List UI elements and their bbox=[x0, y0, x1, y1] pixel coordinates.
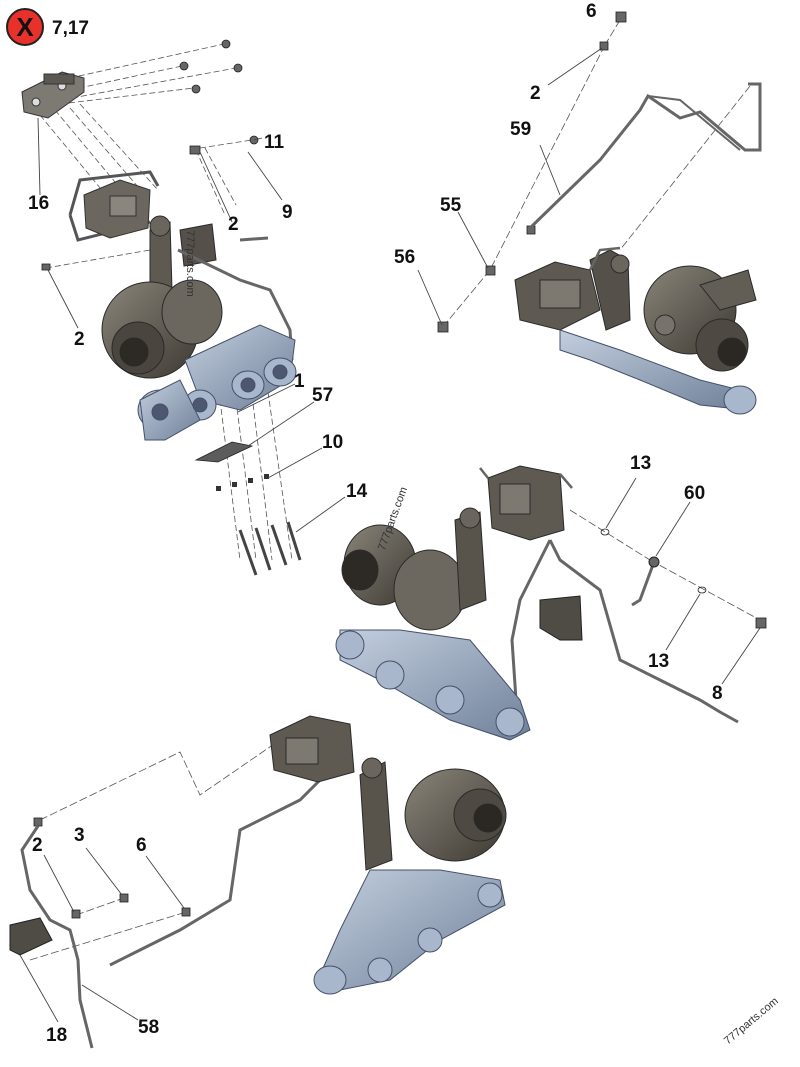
watermark-text: 777parts.com bbox=[184, 230, 196, 297]
assembly-top-left bbox=[21, 39, 302, 576]
callout-leaders bbox=[19, 47, 761, 1023]
callout-14: 14 bbox=[346, 481, 368, 502]
callout-3: 3 bbox=[74, 825, 85, 846]
callout-18: 18 bbox=[46, 1025, 68, 1046]
callout-16: 16 bbox=[28, 193, 50, 214]
callout-57: 57 bbox=[312, 385, 334, 406]
callout-59: 59 bbox=[510, 119, 532, 140]
callout-11: 11 bbox=[264, 132, 285, 153]
callout-10: 10 bbox=[322, 432, 344, 453]
callout-6-bottom-left: 6 bbox=[136, 835, 147, 856]
callout-1: 1 bbox=[294, 371, 305, 392]
callout-2-top-right: 2 bbox=[530, 83, 541, 104]
callout-8: 8 bbox=[712, 683, 723, 704]
assembly-top-right bbox=[437, 11, 762, 415]
callout-2-top-left-a: 2 bbox=[228, 214, 239, 235]
assembly-middle bbox=[335, 465, 767, 741]
callout-9: 9 bbox=[282, 202, 293, 223]
callout-56: 56 bbox=[394, 247, 416, 268]
callout-6-top: 6 bbox=[586, 1, 597, 22]
remove-x-icon: X bbox=[6, 8, 44, 46]
callout-13-a: 13 bbox=[630, 453, 652, 474]
callout-55: 55 bbox=[440, 195, 462, 216]
assembly-bottom bbox=[9, 715, 507, 1049]
callout-2-bottom-left: 2 bbox=[32, 835, 43, 856]
callout-60: 60 bbox=[684, 483, 706, 504]
callout-2-top-left-b: 2 bbox=[74, 329, 85, 350]
note-badge-symbol: X bbox=[16, 12, 34, 42]
callout-13-b: 13 bbox=[648, 651, 670, 672]
note-reference-numbers: 7,17 bbox=[52, 18, 89, 39]
callout-58: 58 bbox=[138, 1017, 160, 1038]
